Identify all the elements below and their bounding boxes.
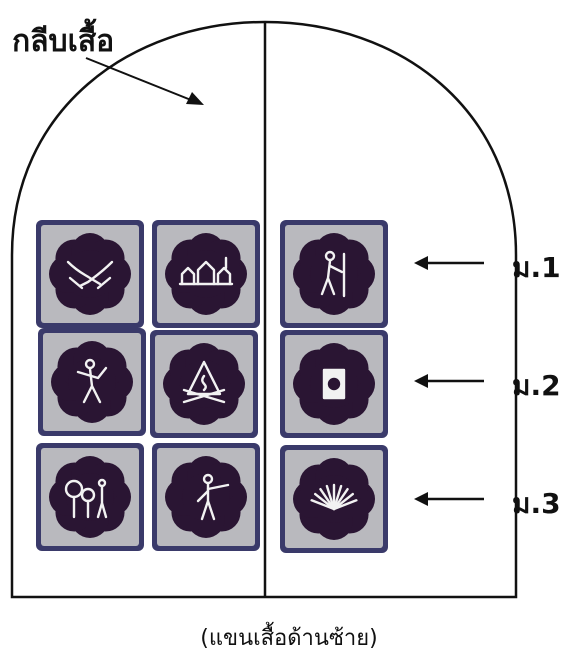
handshake-icon xyxy=(66,260,114,290)
badge-person-carrying xyxy=(38,328,146,436)
level-arrow-3 xyxy=(414,492,484,506)
person-pointing-icon xyxy=(196,473,230,521)
badge-flower-shape xyxy=(293,233,375,315)
badge-hiker-with-staff xyxy=(280,220,388,328)
badge-flower-shape xyxy=(165,233,247,315)
emblem-icon xyxy=(322,368,346,400)
village-icon xyxy=(178,256,234,286)
badges-group xyxy=(36,220,388,553)
badge-flower-shape xyxy=(49,456,131,538)
level-arrow-1 xyxy=(414,256,484,270)
level-label-1: ม.1 xyxy=(512,251,561,284)
badge-village xyxy=(152,220,260,328)
person-carrying-icon xyxy=(76,358,108,404)
badge-handshake xyxy=(36,220,144,328)
campfire-icon xyxy=(182,360,226,404)
trees-and-person-icon xyxy=(64,478,108,519)
badge-plant xyxy=(280,445,388,553)
level-label-3: ม.3 xyxy=(512,487,561,520)
badge-trees-and-person xyxy=(36,443,144,551)
badge-person-pointing xyxy=(152,443,260,551)
badge-flower-shape xyxy=(49,233,131,315)
level-arrow-2 xyxy=(414,374,484,388)
pointer-arrow xyxy=(85,57,204,105)
badge-flower-shape xyxy=(165,456,247,538)
plant-icon xyxy=(310,483,358,511)
sleeve-caption: (แขนเสื้อด้านซ้าย) xyxy=(200,626,378,651)
level-label-2: ม.2 xyxy=(512,369,561,402)
badge-campfire xyxy=(150,330,258,438)
hiker-with-staff-icon xyxy=(320,250,346,298)
sleeve-part-label: กลีบเสื้อ xyxy=(12,24,115,59)
badge-emblem xyxy=(280,330,388,438)
